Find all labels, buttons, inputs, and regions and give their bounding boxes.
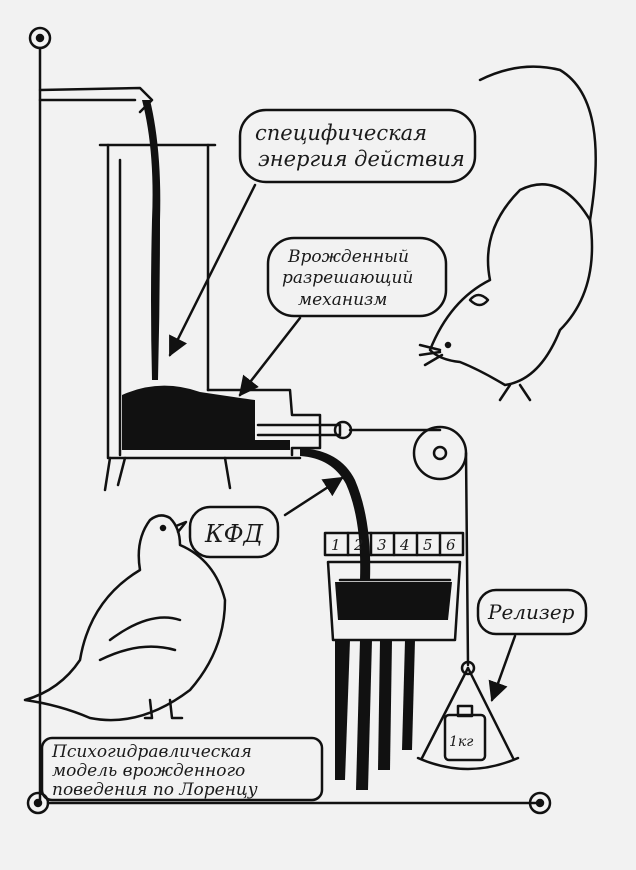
bird-drawing bbox=[23, 514, 227, 722]
caption-line-2: модель врожденного bbox=[52, 761, 245, 781]
kfd-label: КФД bbox=[204, 520, 263, 548]
pointer-arrows bbox=[168, 183, 517, 702]
specific-energy-label-1: специфическая bbox=[255, 121, 427, 145]
weight bbox=[443, 704, 487, 762]
pulley bbox=[412, 425, 470, 667]
specific-energy-label-2: энергия действия bbox=[258, 147, 465, 171]
innate-mechanism-label-1: Врожденный bbox=[287, 247, 409, 267]
innate-mechanism-label-2: разрешающий bbox=[282, 268, 413, 288]
releaser-label: Релизер bbox=[487, 600, 575, 624]
rat-drawing bbox=[418, 65, 597, 402]
scale-cells bbox=[323, 531, 465, 557]
inlet-pipe bbox=[38, 86, 154, 114]
scale-number: 6 bbox=[446, 536, 456, 554]
innate-mechanism-label-3: механизм bbox=[298, 290, 387, 310]
scale-number: 3 bbox=[377, 536, 387, 554]
graded-tray bbox=[326, 560, 462, 642]
label-bubbles bbox=[40, 108, 588, 802]
scale-number: 2 bbox=[353, 536, 364, 554]
weight-label: 1кг bbox=[449, 734, 473, 750]
liquid bbox=[122, 100, 452, 790]
scale-number: 4 bbox=[399, 536, 410, 554]
scale-number: 5 bbox=[423, 536, 433, 554]
valve-housing bbox=[206, 388, 353, 457]
balance-pan bbox=[416, 660, 520, 771]
scale-number: 1 bbox=[331, 536, 341, 554]
caption-line-1: Психогидравлическая bbox=[51, 742, 252, 762]
caption-line-3: поведения по Лоренцу bbox=[52, 780, 258, 800]
corner-screws bbox=[26, 26, 552, 815]
frame-lines bbox=[38, 46, 542, 805]
